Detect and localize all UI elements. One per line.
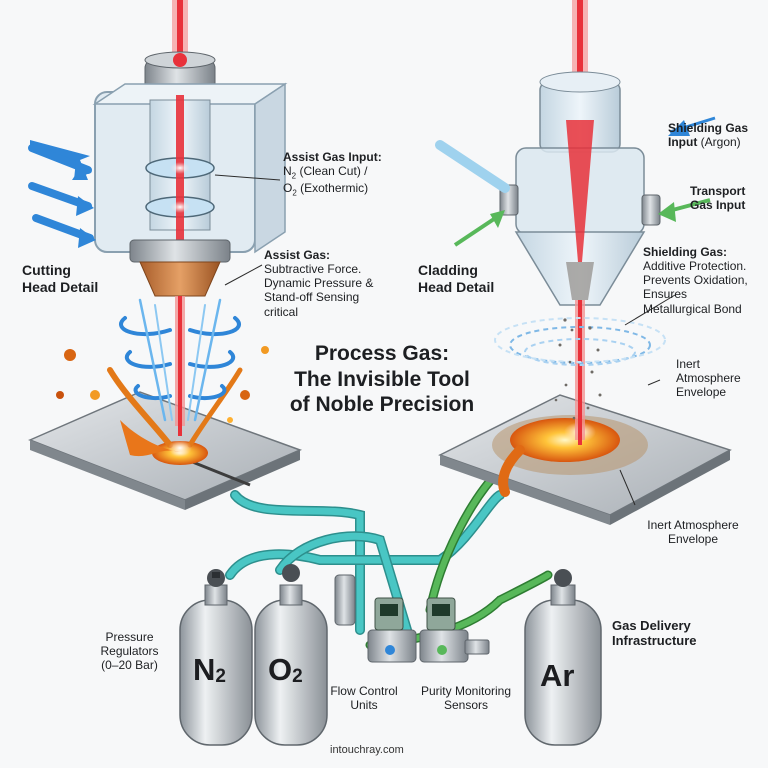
purity-monitoring-label: Purity Monitoring Sensors [414, 684, 518, 712]
assist-gas-input-label: Assist Gas Input: N2 (Clean Cut) / O2 (E… [283, 150, 382, 198]
regulators-line-1: Pressure [105, 630, 154, 644]
purity-line-1: Purity Monitoring [420, 684, 512, 698]
shielding-gas-line-2: Prevents Oxidation, [643, 273, 748, 288]
cutting-heading-line-2: Head Detail [22, 278, 99, 295]
inert-upper-line-1: Inert [676, 357, 701, 371]
shielding-gas-input-line-2: Input (Argon) [668, 135, 741, 150]
flow-control-line-2: Units [350, 698, 378, 713]
cladding-head [499, 0, 661, 445]
title-line-1: Process Gas: [314, 342, 450, 365]
shielding-gas-label: Shielding Gas: Additive Protection. Prev… [643, 245, 748, 316]
assist-gas-title: Assist Gas: [264, 248, 331, 262]
inert-upper-line-3: Envelope [676, 385, 727, 400]
inert-atmosphere-envelope [494, 317, 666, 366]
flow-control-units [334, 574, 417, 663]
inert-atmosphere-label-upper: Inert Atmosphere Envelope [676, 357, 741, 399]
gas-delivery-label: Gas Delivery Infrastructure [612, 618, 697, 649]
inert-lower-line-1: Inert Atmosphere [647, 518, 739, 532]
cylinder-o2-label: O2 [268, 652, 303, 687]
inert-upper-line-2: Atmosphere [676, 371, 741, 386]
regulators-line-2: Regulators [100, 644, 159, 659]
assist-gas-line-4: critical [264, 304, 299, 319]
inert-lower-line-2: Envelope [667, 532, 719, 547]
cladding-workpiece [438, 394, 732, 525]
footer-site: intouchray.com [330, 744, 404, 756]
shielding-gas-line-4: Metallurgical Bond [643, 301, 742, 316]
cylinder-n2 [179, 569, 253, 746]
shielding-gas-input-line-1: Shielding Gas [668, 121, 749, 135]
cladding-heading-line-1: Cladding [418, 262, 478, 278]
title-line-3: of Noble Precision [289, 393, 475, 417]
assist-gas-label: Assist Gas: Subtractive Force. Dynamic P… [264, 248, 373, 319]
shielding-gas-title: Shielding Gas: [643, 245, 728, 259]
cylinder-n2-label: N2 [193, 652, 226, 687]
cutting-head [92, 0, 288, 436]
assist-gas-line-2: Dynamic Pressure & [264, 276, 374, 291]
gas-delivery-line-2: Infrastructure [612, 633, 697, 649]
cylinder-ar [524, 569, 602, 746]
assist-gas-input-arrows [28, 140, 96, 248]
assist-gas-input-o2: O2 (Exothermic) [283, 180, 369, 198]
shielding-gas-line-1: Additive Protection. [643, 259, 747, 274]
cutting-heading: Cutting Head Detail [22, 262, 98, 295]
shielding-gas-line-3: Ensures [643, 287, 688, 302]
title-line-2: The Invisible Tool [294, 367, 470, 391]
cladding-heading: Cladding Head Detail [418, 262, 494, 295]
transport-gas-input-label: Transport Gas Input [690, 184, 745, 212]
assist-gas-line-1: Subtractive Force. [264, 262, 362, 277]
cladding-heading-line-2: Head Detail [418, 278, 495, 295]
gas-delivery-line-1: Gas Delivery [612, 618, 691, 633]
regulators-line-3: (0–20 Bar) [101, 658, 158, 673]
inert-atmosphere-label-lower: Inert Atmosphere Envelope [628, 518, 758, 546]
assist-gas-line-3: Stand-off Sensing [264, 290, 360, 305]
annotation-leaders [214, 174, 676, 506]
shielding-gas-input-label: Shielding Gas Input (Argon) [668, 121, 748, 149]
transport-gas-line-1: Transport [690, 184, 746, 198]
purity-monitoring-sensors [419, 597, 490, 663]
flow-control-label: Flow Control Units [322, 684, 406, 712]
assist-gas-vortex [119, 298, 241, 422]
shielding-gas-input-arrows [435, 116, 716, 247]
cutting-heading-line-1: Cutting [22, 262, 71, 278]
assist-gas-input-n2: N2 (Clean Cut) / [283, 164, 368, 181]
pressure-regulators-label: Pressure Regulators (0–20 Bar) [82, 630, 177, 672]
flow-control-line-1: Flow Control [330, 684, 398, 698]
cylinder-o2 [254, 564, 328, 746]
diagram-title: Process Gas: The Invisible Tool of Noble… [272, 341, 492, 418]
cylinder-ar-label: Ar [540, 658, 575, 693]
powder-stream [554, 318, 602, 420]
cutting-workpiece [28, 346, 303, 510]
purity-line-2: Sensors [443, 698, 489, 713]
transport-gas-line-2: Gas Input [690, 198, 746, 213]
assist-gas-input-title: Assist Gas Input: [283, 150, 382, 164]
